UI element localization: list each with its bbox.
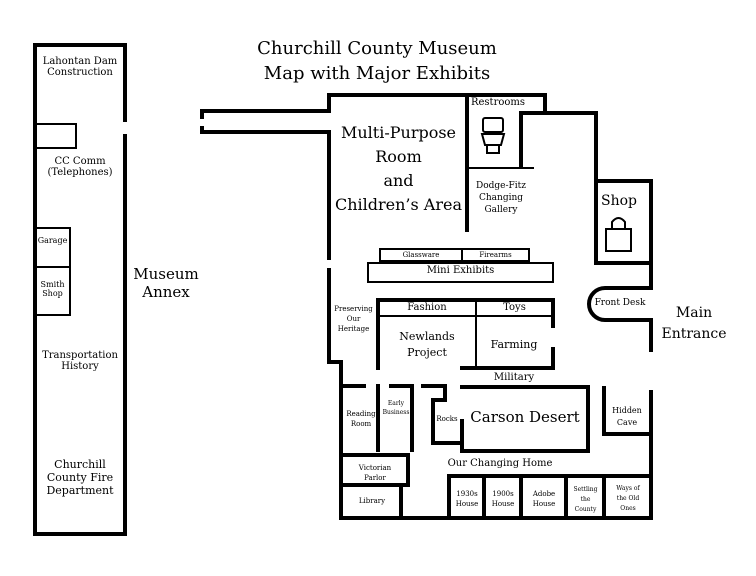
- exhibit-our-changing-home: Our Changing Home: [447, 458, 553, 469]
- room-transportation-history: Transportation History: [42, 350, 118, 373]
- room-restrooms: Restrooms: [470, 97, 526, 108]
- map-title: Churchill County Museum Map with Major E…: [236, 36, 518, 86]
- museum-annex-label: Museum Annex: [133, 265, 199, 301]
- room-cc-comm: CC Comm (Telephones): [47, 156, 113, 179]
- room-garage: Garage: [37, 236, 68, 245]
- room-multi-purpose: Multi-Purpose Room and Children’s Area: [334, 123, 463, 214]
- room-victorian-parlor: Victorian Parlor: [358, 464, 392, 482]
- exhibit-military: Military: [493, 372, 535, 383]
- exhibit-firearms: Firearms: [479, 251, 512, 259]
- exhibit-settling-the-county: Settling the County: [573, 486, 598, 513]
- exhibit-fashion: Fashion: [407, 302, 447, 313]
- toilet-icon: [480, 117, 506, 154]
- exhibit-early-business: Early Business: [382, 400, 410, 416]
- annex-walls: [33, 43, 127, 536]
- room-lahontan-dam: Lahontan Dam Construction: [42, 56, 118, 79]
- title-line-1: Churchill County Museum: [257, 38, 497, 59]
- room-smith-shop: Smith Shop: [40, 280, 65, 298]
- exhibit-mini-exhibits: Mini Exhibits: [426, 265, 495, 276]
- room-dodge-fitz-gallery: Dodge-Fitz Changing Gallery: [475, 181, 526, 215]
- room-library: Library: [358, 497, 386, 505]
- main-walls: [200, 93, 653, 520]
- room-shop: Shop: [601, 193, 637, 209]
- exhibit-adobe-house: Adobe House: [532, 490, 556, 508]
- exhibit-1930s-house: 1930s House: [455, 490, 479, 508]
- exhibit-farming: Farming: [490, 338, 538, 351]
- room-reading-room: Reading Room: [346, 410, 376, 428]
- exhibit-glassware: Glassware: [402, 251, 440, 259]
- exhibit-toys: Toys: [503, 302, 526, 313]
- exhibit-hidden-cave: Hidden Cave: [612, 406, 642, 427]
- exhibit-carson-desert: Carson Desert: [470, 408, 580, 426]
- exhibit-preserving-heritage: Preserving Our Heritage: [334, 305, 373, 333]
- exhibit-ways-of-the-old-ones: Ways of the Old Ones: [616, 485, 640, 512]
- front-desk: Front Desk: [594, 298, 646, 308]
- title-line-2: Map with Major Exhibits: [263, 63, 491, 84]
- exhibit-newlands-project: Newlands Project: [399, 330, 455, 359]
- exhibit-rocks: Rocks: [436, 415, 458, 423]
- exhibit-1900s-house: 1900s House: [491, 490, 515, 508]
- shopping-bag-icon: [605, 217, 632, 252]
- main-entrance-label: Main Entrance: [661, 305, 727, 342]
- room-fire-department: Churchill County Fire Department: [46, 458, 114, 497]
